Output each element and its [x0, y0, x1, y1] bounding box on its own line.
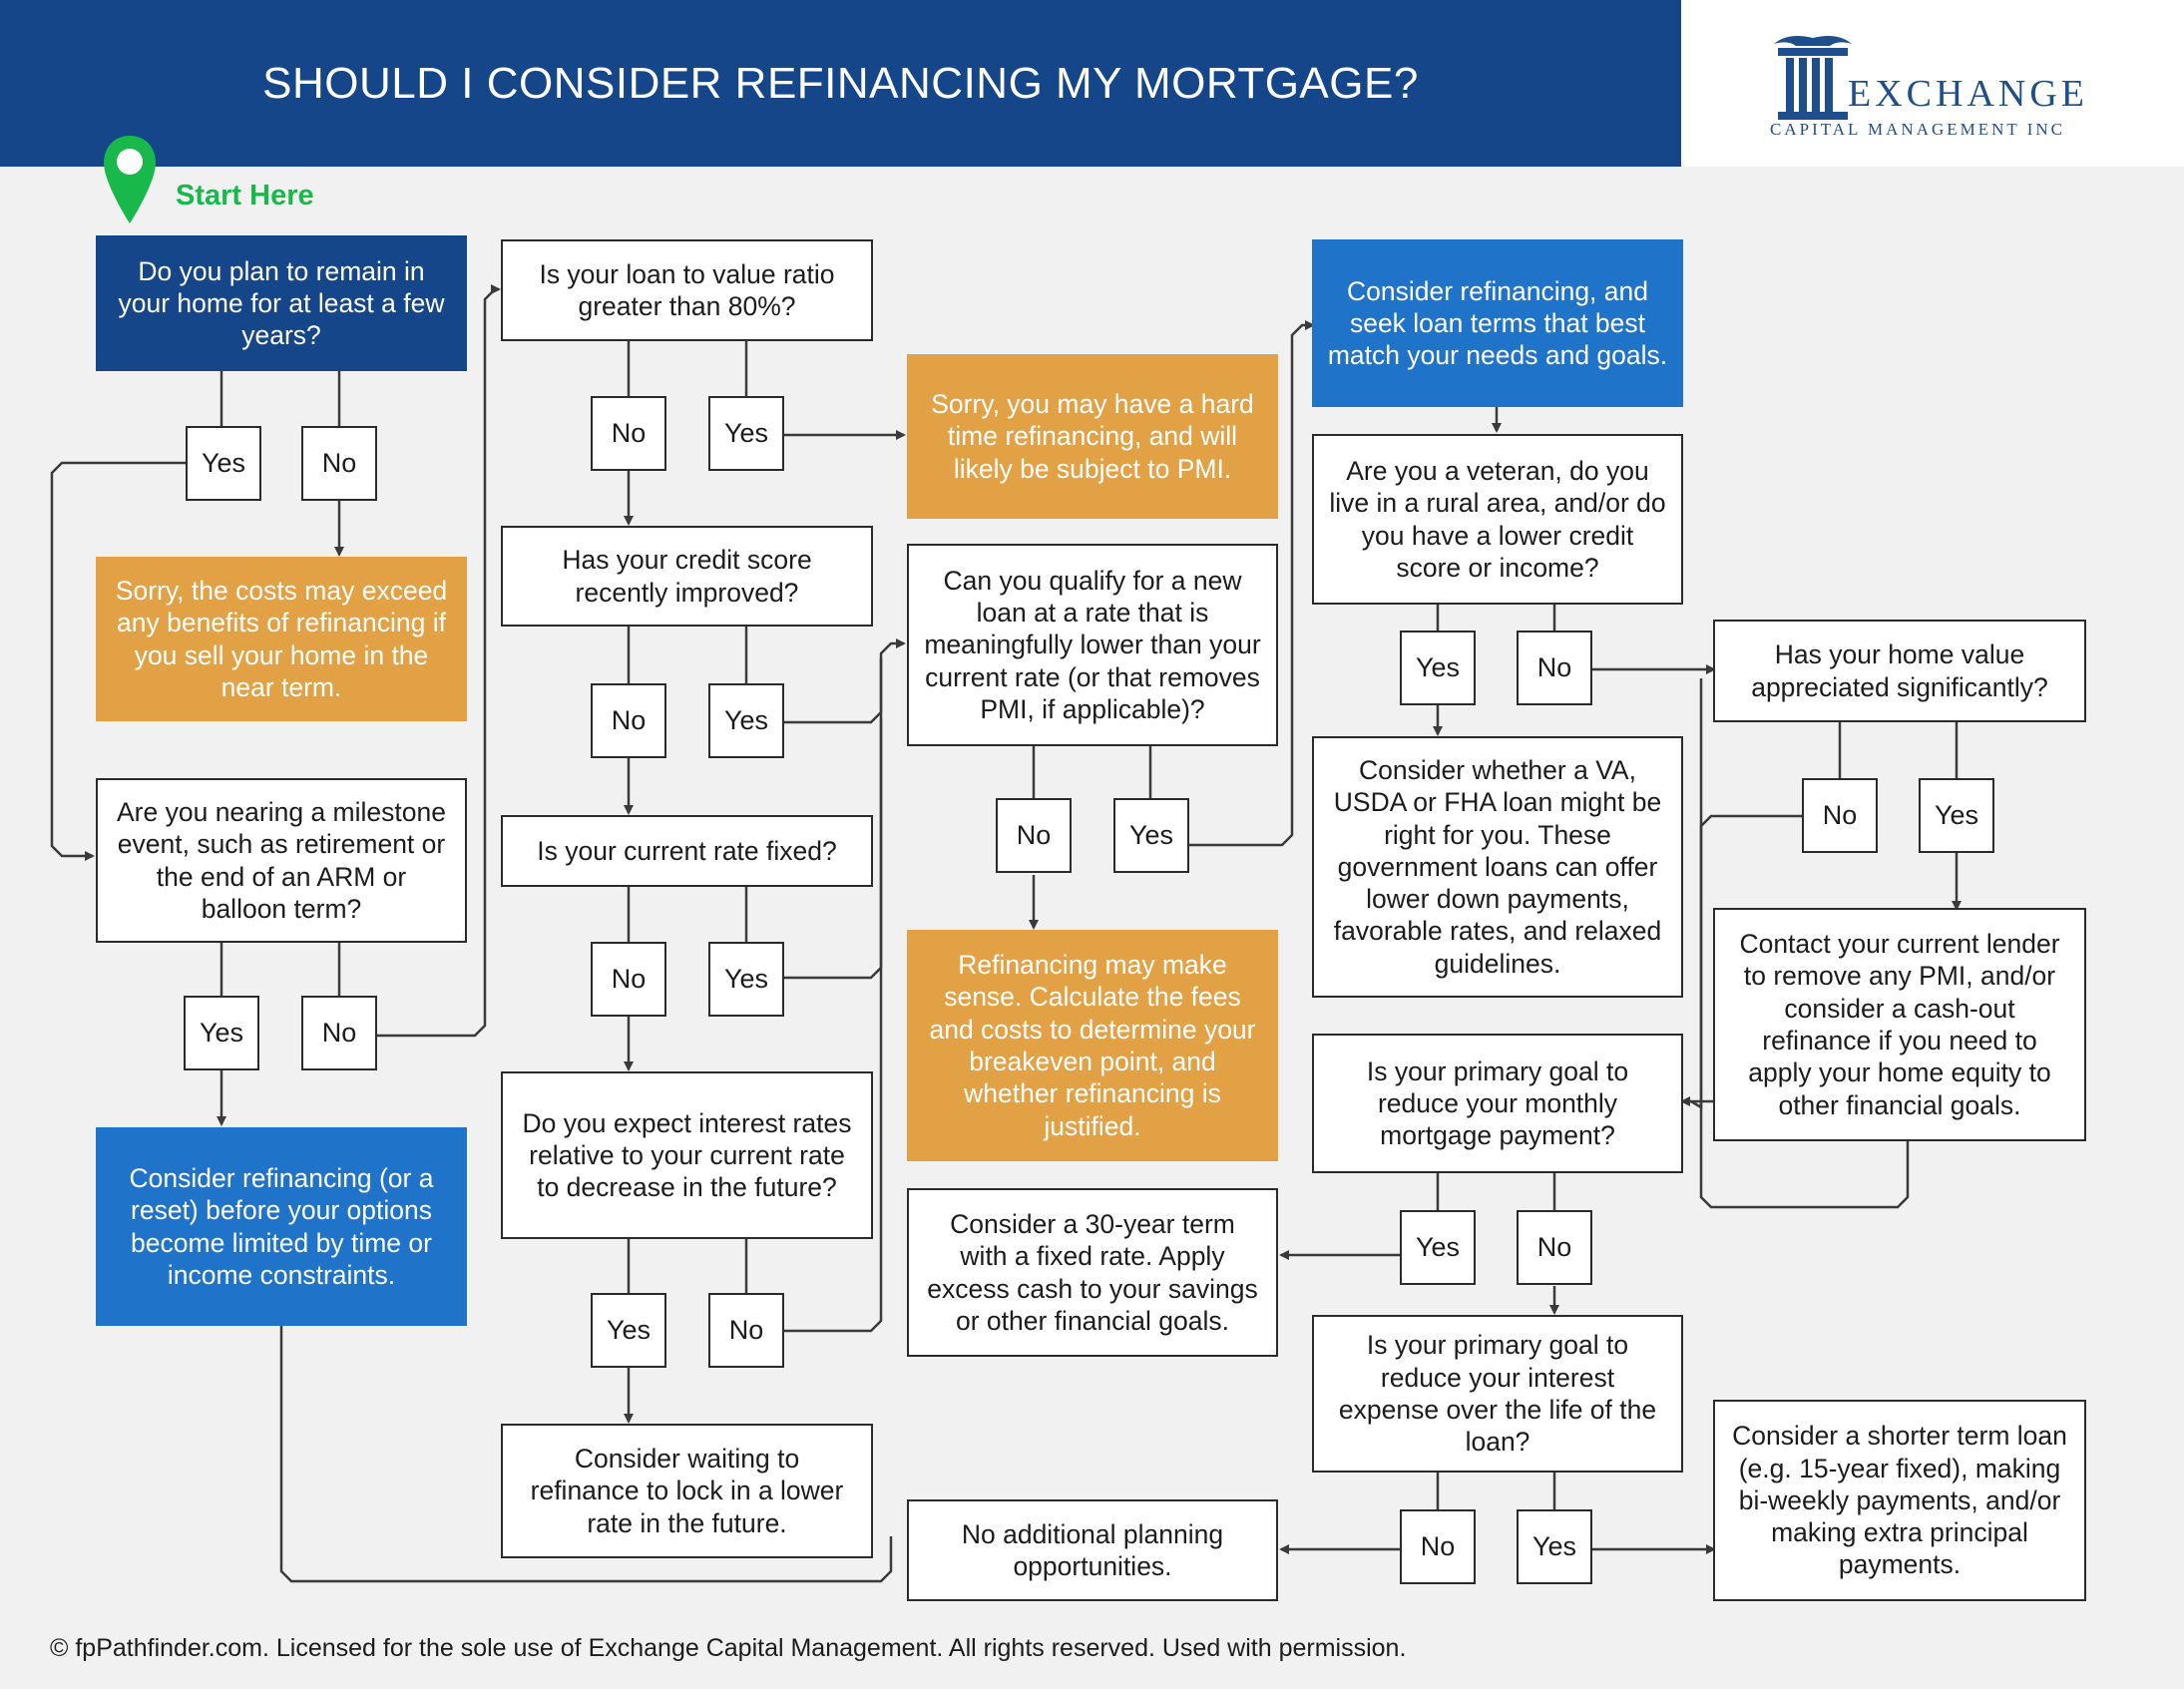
consider-shorter-term-outcome: Consider a shorter term loan (e.g. 15-ye…	[1713, 1400, 2086, 1601]
consider-va-usda-fha-outcome: Consider whether a VA, USDA or FHA loan …	[1312, 736, 1683, 998]
start-label: Start Here	[176, 180, 314, 211]
logo-subtitle: CAPITAL MANAGEMENT INC	[1770, 120, 2066, 139]
q-qualify-no[interactable]: No	[996, 798, 1072, 873]
footer-copyright: © fpPathfinder.com. Licensed for the sol…	[50, 1634, 1407, 1662]
consider-refi-terms-outcome: Consider refinancing, and seek loan term…	[1312, 239, 1683, 407]
logo-name: EXCHANGE	[1848, 73, 2088, 115]
q-rate-fixed: Is your current rate fixed?	[501, 815, 873, 887]
q-qualify-yes[interactable]: Yes	[1113, 798, 1189, 873]
q-milestone-no[interactable]: No	[301, 996, 377, 1070]
consider-reset-outcome: Consider refinancing (or a reset) before…	[96, 1127, 467, 1326]
q-credit-score: Has your credit score recently improved?	[501, 526, 873, 627]
q-expect-yes[interactable]: Yes	[591, 1293, 666, 1368]
q-expect-no[interactable]: No	[708, 1293, 784, 1368]
q-loan-to-value: Is your loan to value ratio greater than…	[501, 239, 873, 341]
q-fixed-yes[interactable]: Yes	[708, 942, 784, 1017]
q-milestone-yes[interactable]: Yes	[184, 996, 259, 1070]
q-milestone: Are you nearing a milestone event, such …	[96, 778, 467, 943]
q-home-value: Has your home value appreciated signific…	[1713, 620, 2086, 722]
q-interest-yes[interactable]: Yes	[1517, 1509, 1592, 1584]
q-veteran-no[interactable]: No	[1517, 631, 1592, 705]
sorry-pmi-outcome: Sorry, you may have a hard time refinanc…	[907, 354, 1278, 519]
consider-30-year-outcome: Consider a 30-year term with a fixed rat…	[907, 1188, 1278, 1357]
q-remain-no[interactable]: No	[301, 426, 377, 501]
column-logo-icon	[1774, 36, 1852, 120]
q-ltv-no[interactable]: No	[591, 396, 666, 471]
q-interest-no[interactable]: No	[1400, 1509, 1476, 1584]
q-fixed-no[interactable]: No	[591, 942, 666, 1017]
q-reduce-monthly: Is your primary goal to reduce your mont…	[1312, 1034, 1683, 1173]
q-ltv-yes[interactable]: Yes	[708, 396, 784, 471]
q-monthly-yes[interactable]: Yes	[1400, 1210, 1476, 1285]
q-reduce-interest: Is your primary goal to reduce your inte…	[1312, 1315, 1683, 1473]
contact-lender-outcome: Contact your current lender to remove an…	[1713, 908, 2086, 1141]
consider-waiting-outcome: Consider waiting to refinance to lock in…	[501, 1424, 873, 1558]
q-monthly-no[interactable]: No	[1517, 1210, 1592, 1285]
no-additional-outcome: No additional planning opportunities.	[907, 1499, 1278, 1601]
q-credit-yes[interactable]: Yes	[708, 683, 784, 758]
q-expect-rates: Do you expect interest rates relative to…	[501, 1071, 873, 1239]
q-qualify-lower-rate: Can you qualify for a new loan at a rate…	[907, 544, 1278, 746]
page-title: SHOULD I CONSIDER REFINANCING MY MORTGAG…	[262, 59, 1419, 108]
q-veteran-rural: Are you a veteran, do you live in a rura…	[1312, 434, 1683, 605]
logo-panel	[1681, 0, 2184, 167]
sorry-costs-outcome: Sorry, the costs may exceed any benefits…	[96, 557, 467, 721]
q-remain-yes[interactable]: Yes	[186, 426, 261, 501]
map-pin-icon	[104, 136, 156, 223]
q-credit-no[interactable]: No	[591, 683, 666, 758]
q-veteran-yes[interactable]: Yes	[1400, 631, 1476, 705]
header-bar: SHOULD I CONSIDER REFINANCING MY MORTGAG…	[0, 0, 1681, 167]
q-home-value-no[interactable]: No	[1802, 778, 1878, 853]
q-home-value-yes[interactable]: Yes	[1919, 778, 1994, 853]
may-make-sense-outcome: Refinancing may make sense. Calculate th…	[907, 930, 1278, 1161]
q-remain-in-home: Do you plan to remain in your home for a…	[96, 235, 467, 371]
